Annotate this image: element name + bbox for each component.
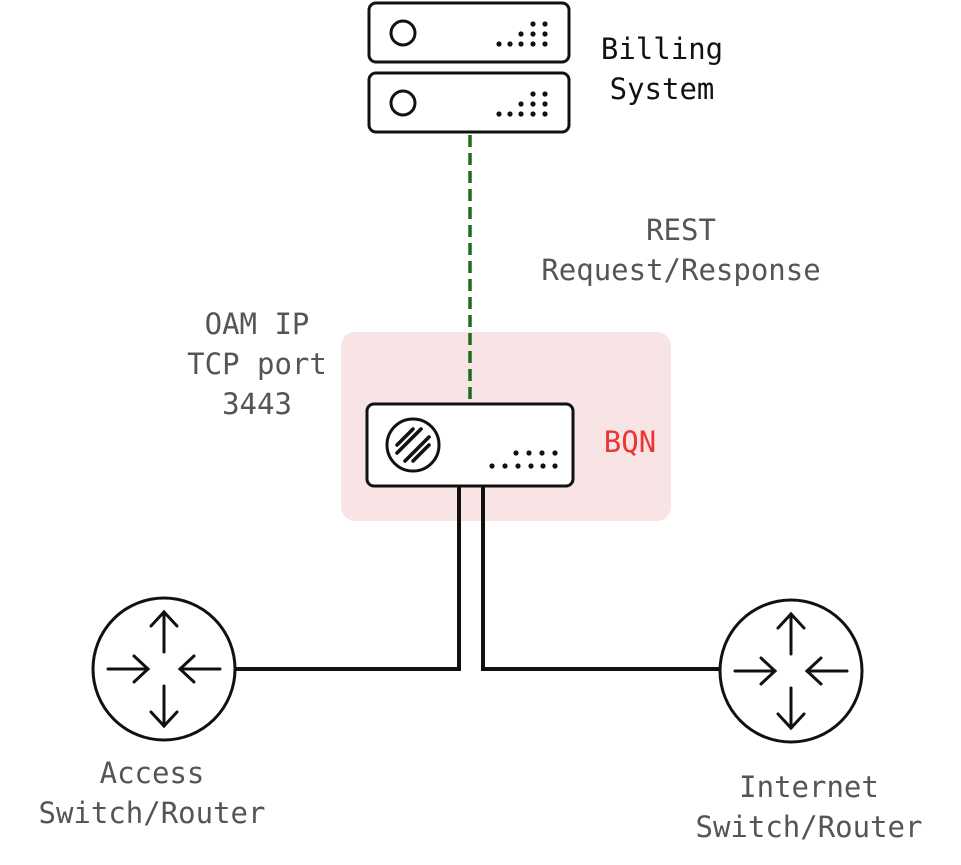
access-label-line2: Switch/Router — [38, 796, 266, 830]
internet-label-line2: Switch/Router — [695, 810, 923, 844]
billing-system-label: Billing System — [576, 29, 748, 109]
internet-label-line1: Internet — [739, 770, 879, 804]
billing-server-icon — [367, 1, 571, 134]
bqn-device — [365, 402, 575, 488]
rest-label-line2: Request/Response — [541, 253, 821, 287]
bqn-label: BQN — [585, 422, 675, 462]
bqn-device-leds — [489, 450, 558, 469]
access-router-label: Access Switch/Router — [2, 753, 302, 833]
billing-label-line2: System — [609, 72, 715, 106]
access-label-line1: Access — [99, 756, 205, 790]
billing-server-leds — [496, 21, 548, 117]
rest-link-label: REST Request/Response — [506, 210, 856, 290]
bqn-logo-icon — [385, 417, 441, 473]
access-router-icon — [91, 596, 237, 742]
rest-label-line1: REST — [646, 213, 716, 247]
oam-label-line1: OAM IP — [204, 307, 310, 341]
internet-router-icon — [718, 598, 864, 744]
oam-label: OAM IP TCP port 3443 — [157, 304, 357, 424]
bqn-label-text: BQN — [603, 425, 657, 459]
oam-label-line2: TCP port — [187, 347, 327, 381]
internet-router-label: Internet Switch/Router — [659, 767, 959, 847]
billing-label-line1: Billing — [600, 32, 724, 66]
bqn-router-links — [236, 486, 722, 671]
oam-label-line3: 3443 — [222, 387, 292, 421]
